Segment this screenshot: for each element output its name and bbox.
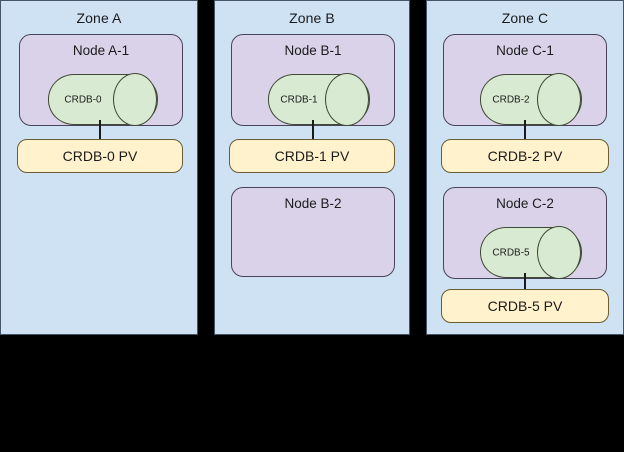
node-box-c-1[interactable]: Node C-1 CRDB-2 (443, 34, 607, 126)
zone-panel-b[interactable]: Zone B Node B-1 CRDB-1 CRDB-1 PV Node B-… (214, 0, 410, 335)
connector-node-c-2-to-pv (524, 273, 526, 295)
database-cylinder-icon[interactable]: CRDB-2 (480, 73, 582, 126)
database-label-crdb-2: CRDB-2 (492, 94, 530, 105)
pv-label-crdb-0: CRDB-0 PV (62, 148, 138, 164)
connector-node-b-1-to-pv (312, 120, 314, 142)
pv-box-crdb-0[interactable]: CRDB-0 PV (17, 139, 183, 173)
database-cylinder-icon[interactable]: CRDB-0 (48, 73, 158, 126)
pv-label-crdb-1: CRDB-1 PV (274, 148, 350, 164)
pv-label-crdb-2: CRDB-2 PV (487, 148, 563, 164)
pv-box-crdb-5[interactable]: CRDB-5 PV (441, 289, 609, 323)
pv-box-crdb-2[interactable]: CRDB-2 PV (441, 139, 609, 173)
database-label-crdb-1: CRDB-1 (280, 94, 318, 105)
node-label-b-2: Node B-2 (284, 196, 342, 211)
node-box-a-1[interactable]: Node A-1 CRDB-0 (19, 34, 183, 126)
zone-title-c: Zone C (501, 10, 549, 26)
node-label-c-1: Node C-1 (496, 43, 554, 58)
cylinder-cap (325, 73, 369, 126)
node-label-c-2: Node C-2 (496, 196, 554, 211)
pv-box-crdb-1[interactable]: CRDB-1 PV (229, 139, 395, 173)
cylinder-cap (537, 73, 581, 126)
connector-node-c-1-to-pv (524, 120, 526, 142)
node-box-b-2[interactable]: Node B-2 (231, 187, 395, 277)
database-cylinder-icon[interactable]: CRDB-1 (268, 73, 370, 126)
zone-title-b: Zone B (289, 10, 335, 26)
cylinder-cap (537, 226, 581, 279)
cylinder-cap (113, 73, 157, 126)
pv-label-crdb-5: CRDB-5 PV (487, 298, 563, 314)
node-box-c-2[interactable]: Node C-2 CRDB-5 (443, 187, 607, 279)
zone-title-a: Zone A (76, 10, 122, 26)
connector-node-a-1-to-pv (99, 120, 101, 142)
node-label-a-1: Node A-1 (72, 43, 130, 58)
node-box-b-1[interactable]: Node B-1 CRDB-1 (231, 34, 395, 126)
zone-panel-a[interactable]: Zone A Node A-1 CRDB-0 CRDB-0 PV (0, 0, 198, 335)
zone-panel-c[interactable]: Zone C Node C-1 CRDB-2 CRDB-2 PV Node C-… (426, 0, 624, 335)
database-label-crdb-0: CRDB-0 (64, 94, 102, 105)
database-cylinder-icon[interactable]: CRDB-5 (480, 226, 582, 279)
node-label-b-1: Node B-1 (284, 43, 342, 58)
database-label-crdb-5: CRDB-5 (492, 247, 530, 258)
